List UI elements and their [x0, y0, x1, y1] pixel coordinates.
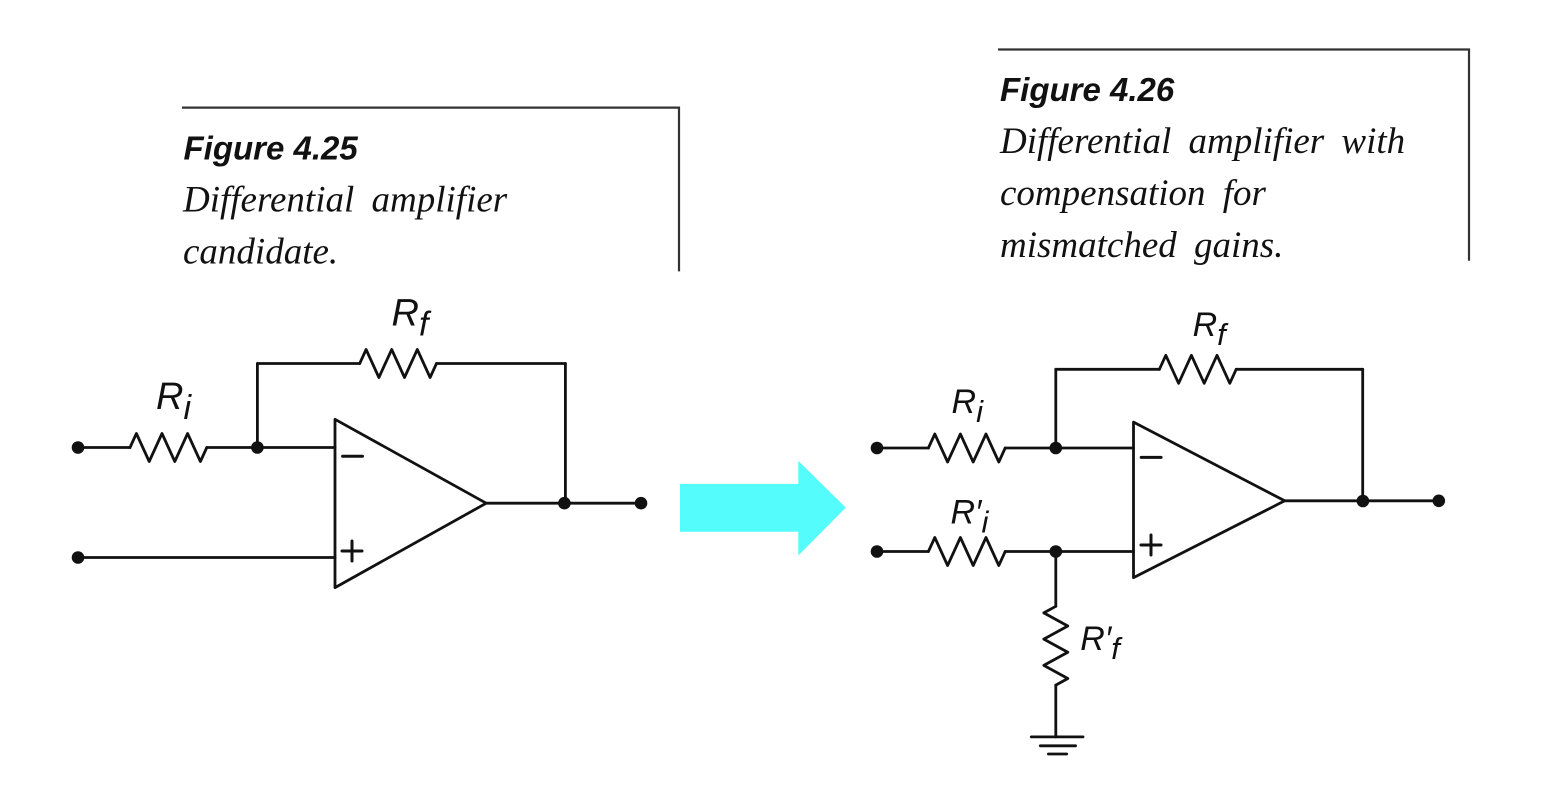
svg-text:Differential amplifier with: Differential amplifier with: [999, 121, 1405, 162]
svg-text:mismatched gains.: mismatched gains.: [1000, 225, 1283, 266]
svg-text:Figure 4.26: Figure 4.26: [1000, 71, 1175, 108]
svg-text:Figure 4.25: Figure 4.25: [184, 129, 359, 166]
svg-text:compensation for: compensation for: [1000, 173, 1267, 214]
svg-text:candidate.: candidate.: [183, 231, 338, 272]
svg-text:Differential amplifier: Differential amplifier: [182, 179, 508, 220]
